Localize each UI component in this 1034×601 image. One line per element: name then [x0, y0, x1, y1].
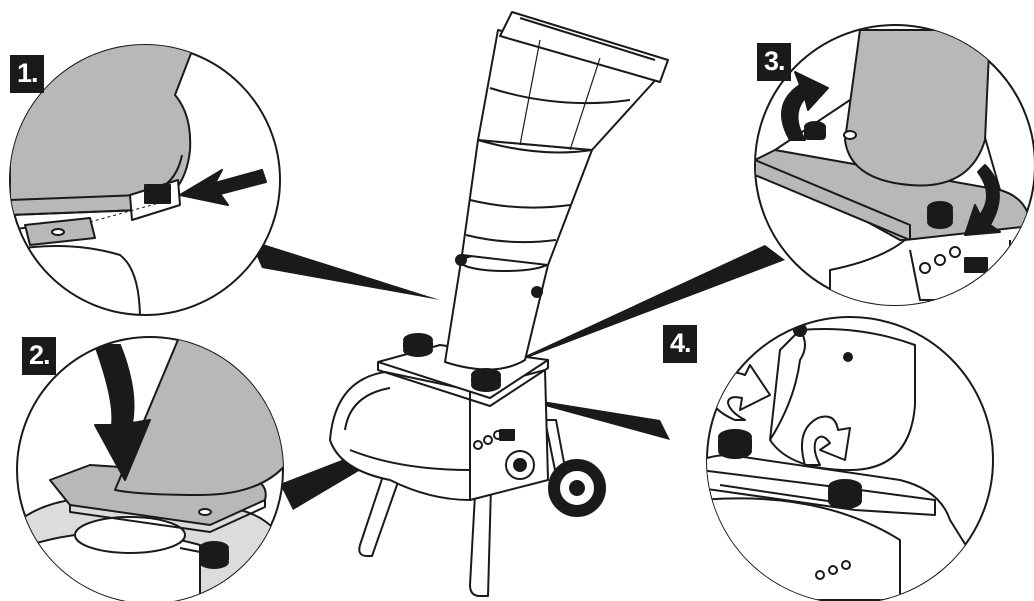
- step-label-1: 1.: [10, 55, 44, 93]
- motor-housing: [329, 371, 471, 501]
- funnel-screw-left: [455, 254, 467, 266]
- arrow-insert-icon: [179, 169, 267, 206]
- rotate-arrows-icon-2: [964, 164, 1001, 236]
- detail-3: [754, 24, 1034, 306]
- funnel-lip-inner: [519, 17, 656, 61]
- leader-wedge-3: [495, 245, 785, 370]
- rear-leg: [358, 469, 399, 557]
- funnel-band-4: [465, 234, 557, 244]
- leader-wedge-1: [250, 240, 440, 300]
- top-plate-edge: [377, 360, 549, 407]
- housing-skirt: [349, 449, 471, 471]
- funnel-rib-2: [569, 57, 601, 151]
- rotate-arrows-icon: [781, 71, 829, 141]
- funnel-lower: [444, 254, 549, 371]
- funnel-band-2: [477, 139, 593, 154]
- funnel-rib-1: [519, 39, 541, 146]
- detail-1: [9, 44, 281, 316]
- button-1: [473, 440, 483, 450]
- wheel-hub: [569, 480, 585, 496]
- step-label-2: 2.: [22, 337, 56, 375]
- arrow-down-icon: [94, 344, 151, 481]
- step-label-3: 3.: [757, 43, 791, 81]
- switch-slot: [499, 429, 515, 441]
- step-label-4: 4.: [663, 325, 697, 363]
- garden-shredder: [329, 11, 669, 597]
- dial-center: [513, 458, 527, 472]
- detail-4: [706, 316, 994, 601]
- funnel-lip: [499, 11, 669, 83]
- funnel-band-3: [469, 199, 571, 209]
- knob-left: [403, 333, 433, 357]
- housing-inner-line: [344, 387, 391, 431]
- rotate-arrows-icon-4: [801, 415, 851, 466]
- funnel-band-1: [489, 87, 631, 105]
- button-2: [483, 435, 493, 445]
- funnel-screw-right: [531, 286, 543, 298]
- knob-front: [471, 368, 501, 392]
- detail-2: [16, 336, 284, 601]
